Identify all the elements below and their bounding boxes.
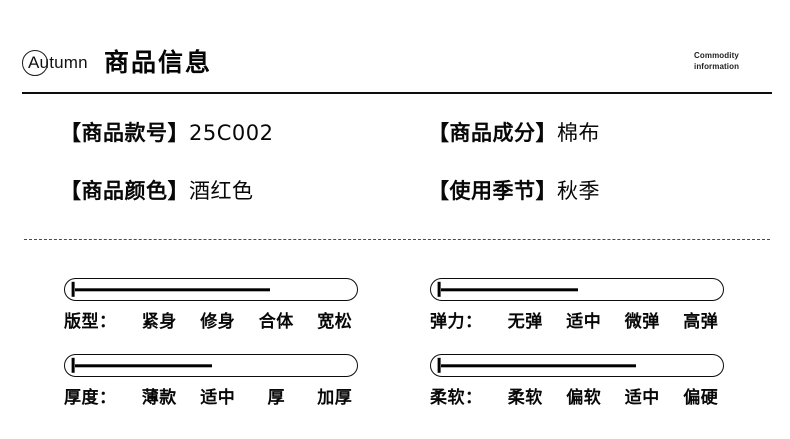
slider-label-softness: 柔软： (430, 388, 483, 408)
slider-option[interactable]: 紧身 (141, 312, 177, 332)
slider-fill-thickness (71, 357, 212, 373)
slider-track-softness[interactable] (430, 354, 724, 377)
slider-knob-thickness[interactable] (71, 357, 75, 373)
slider-option[interactable]: 适中 (566, 312, 602, 332)
attribute-color: 【商品颜色】酒红色 (60, 176, 254, 206)
attribute-row: 【商品颜色】酒红色 【使用季节】秋季 (0, 176, 790, 234)
slider-option[interactable]: 偏软 (566, 388, 602, 408)
slider-option[interactable]: 柔软 (507, 388, 543, 408)
slider-scale-thickness: 厚度： 薄款 适中 厚 加厚 (64, 386, 364, 412)
slider-label-fit: 版型： (64, 312, 117, 332)
page-header: Autumn 商品信息 Commodity information (0, 0, 790, 94)
slider-option[interactable]: 宽松 (317, 312, 353, 332)
slider-option[interactable]: 微弹 (624, 312, 660, 332)
attribute-label: 【商品颜色】 (60, 179, 189, 203)
slider-knob-fit[interactable] (71, 281, 75, 297)
slider-group-thickness: 厚度： 薄款 适中 厚 加厚 (64, 354, 364, 412)
attribute-row: 【商品款号】25C002 【商品成分】棉布 (0, 118, 790, 176)
slider-knob-softness[interactable] (437, 357, 441, 373)
slider-scale-fit: 版型： 紧身 修身 合体 宽松 (64, 310, 364, 336)
corner-note-line-1: Commodity (694, 51, 739, 60)
season-badge: Autumn (20, 48, 88, 78)
slider-fill-elasticity (437, 281, 578, 297)
slider-options-elasticity: 无弹 适中 微弹 高弹 (496, 310, 730, 334)
slider-option[interactable]: 厚 (267, 388, 285, 408)
attribute-value: 秋季 (557, 179, 600, 203)
slider-option[interactable]: 加厚 (317, 388, 353, 408)
slider-option[interactable]: 适中 (624, 388, 660, 408)
slider-track-thickness[interactable] (64, 354, 358, 377)
attribute-season: 【使用季节】秋季 (428, 176, 600, 206)
product-attributes: 【商品款号】25C002 【商品成分】棉布 【商品颜色】酒红色 【使用季节】秋季 (0, 118, 790, 234)
season-badge-label: Autumn (28, 53, 88, 72)
slider-option[interactable]: 合体 (258, 312, 294, 332)
slider-fill-softness (437, 357, 636, 373)
slider-option[interactable]: 薄款 (141, 388, 177, 408)
slider-knob-elasticity[interactable] (437, 281, 441, 297)
slider-track-elasticity[interactable] (430, 278, 724, 301)
slider-group-softness: 柔软： 柔软 偏软 适中 偏硬 (430, 354, 730, 412)
slider-option[interactable]: 适中 (200, 388, 236, 408)
attribute-style-number: 【商品款号】25C002 (60, 118, 273, 148)
corner-note: Commodity information (694, 50, 774, 72)
slider-group-fit: 版型： 紧身 修身 合体 宽松 (64, 278, 364, 336)
slider-group-elasticity: 弹力： 无弹 适中 微弹 高弹 (430, 278, 730, 336)
attribute-value: 25C002 (189, 121, 274, 145)
slider-option[interactable]: 高弹 (683, 312, 719, 332)
slider-option[interactable]: 偏硬 (683, 388, 719, 408)
attribute-material: 【商品成分】棉布 (428, 118, 600, 148)
attribute-label: 【商品款号】 (60, 121, 189, 145)
header-divider (22, 92, 772, 94)
slider-scale-elasticity: 弹力： 无弹 适中 微弹 高弹 (430, 310, 730, 336)
slider-option[interactable]: 无弹 (507, 312, 543, 332)
attribute-value: 棉布 (557, 121, 600, 145)
slider-label-thickness: 厚度： (64, 388, 117, 408)
slider-scale-softness: 柔软： 柔软 偏软 适中 偏硬 (430, 386, 730, 412)
circle-icon (22, 50, 48, 76)
attribute-label: 【使用季节】 (428, 179, 557, 203)
page-title: 商品信息 (104, 48, 213, 77)
corner-note-line-2: information (694, 62, 740, 71)
slider-fill-fit (71, 281, 270, 297)
slider-label-elasticity: 弹力： (430, 312, 483, 332)
attribute-value: 酒红色 (189, 179, 254, 203)
slider-options-thickness: 薄款 适中 厚 加厚 (130, 386, 364, 410)
slider-options-softness: 柔软 偏软 适中 偏硬 (496, 386, 730, 410)
section-divider (24, 239, 770, 240)
attribute-label: 【商品成分】 (428, 121, 557, 145)
slider-options-fit: 紧身 修身 合体 宽松 (130, 310, 364, 334)
slider-track-fit[interactable] (64, 278, 358, 301)
slider-option[interactable]: 修身 (200, 312, 236, 332)
